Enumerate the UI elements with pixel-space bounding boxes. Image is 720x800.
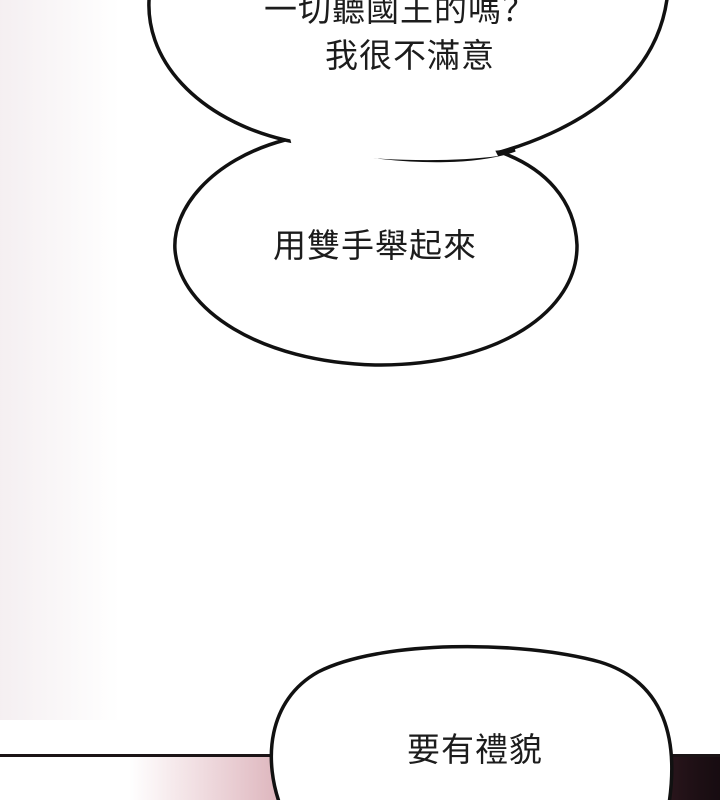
bubble-bottom-text: 要有禮貌 — [407, 730, 543, 769]
bubble-top-line-1: 一切聽國王的嗎？ — [264, 0, 536, 29]
speech-bubble-middle — [173, 138, 579, 367]
panel-tint — [0, 0, 120, 720]
speech-bubble-bottom — [269, 644, 674, 800]
bubble-top-line-2: 我很不滿意 — [325, 36, 495, 75]
bubble-middle-text: 用雙手舉起來 — [273, 226, 477, 265]
bubble-joint — [290, 138, 498, 161]
